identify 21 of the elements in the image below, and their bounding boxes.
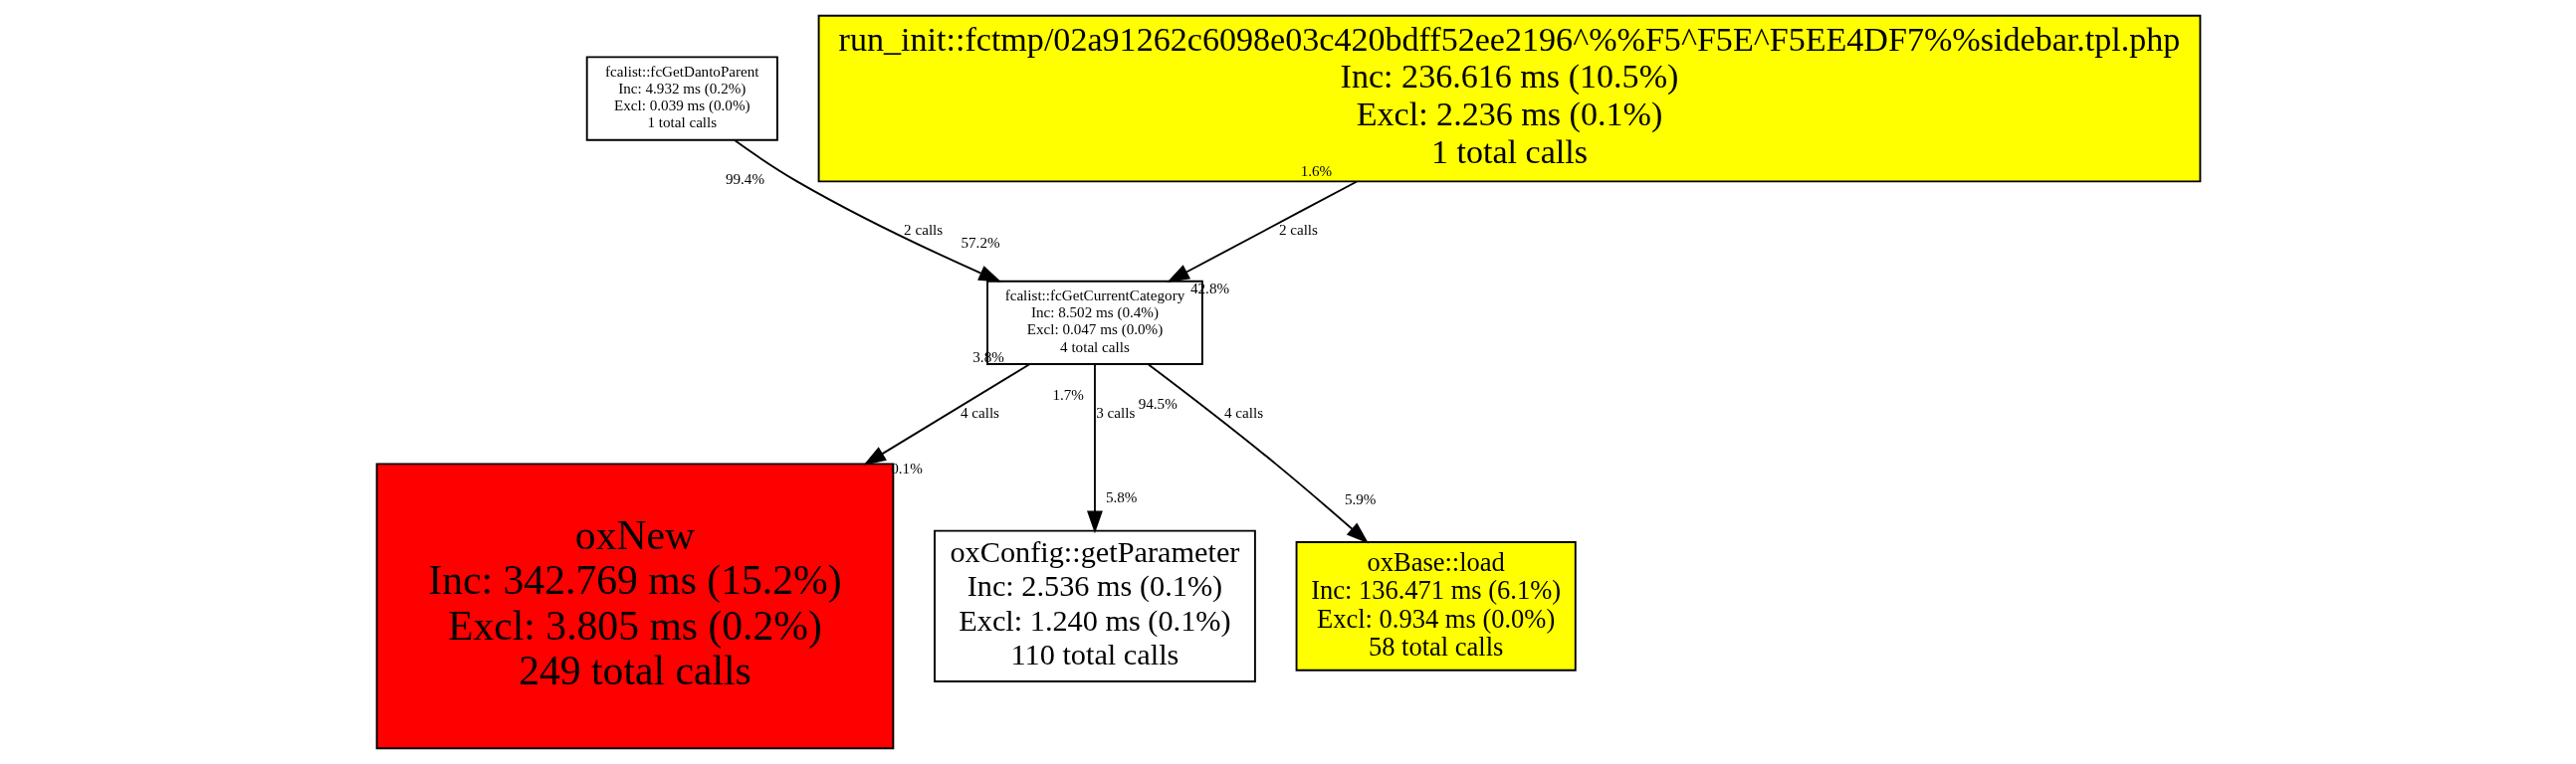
label: 99.4%: [725, 171, 764, 187]
arrow: [862, 363, 1030, 466]
node-box: oxBase::load Inc: 136.471 ms (6.1%) Excl: 0.934 ms (0.0%) 58 total calls: [1295, 541, 1577, 671]
node-box: oxConfig::getParameter Inc: 2.536 ms (0.1%) Excl: 1.240 ms (0.1%) 110 total calls: [933, 529, 1256, 682]
node-box: fcalist::fcGetDantoParent Inc: 4.932 ms (0.2%) Excl: 0.039 ms (0.0%) 1 total calls: [585, 56, 778, 141]
label: 94.5%: [1138, 395, 1178, 412]
arrow: [733, 139, 1001, 283]
node-box: oxNew Inc: 342.769 ms (15.2%) Excl: 3.805 ms (0.2%) 249 total calls: [375, 463, 894, 750]
arrow: [1166, 180, 1358, 283]
label: 5.8%: [1105, 489, 1137, 506]
arrow: [1147, 363, 1369, 544]
edge-label: 3 calls: [1095, 404, 1135, 421]
label: 1.7%: [1051, 387, 1084, 404]
edge-label: 4 calls: [960, 404, 999, 421]
edge-label: 4 calls: [1223, 404, 1263, 421]
label: 57.2%: [960, 234, 1000, 251]
label: 1.6%: [1300, 163, 1332, 180]
edge-label: 2 calls: [903, 222, 943, 239]
arrow: [1086, 363, 1103, 534]
edge-label: 2 calls: [1278, 222, 1318, 239]
label: 5.9%: [1344, 491, 1376, 508]
